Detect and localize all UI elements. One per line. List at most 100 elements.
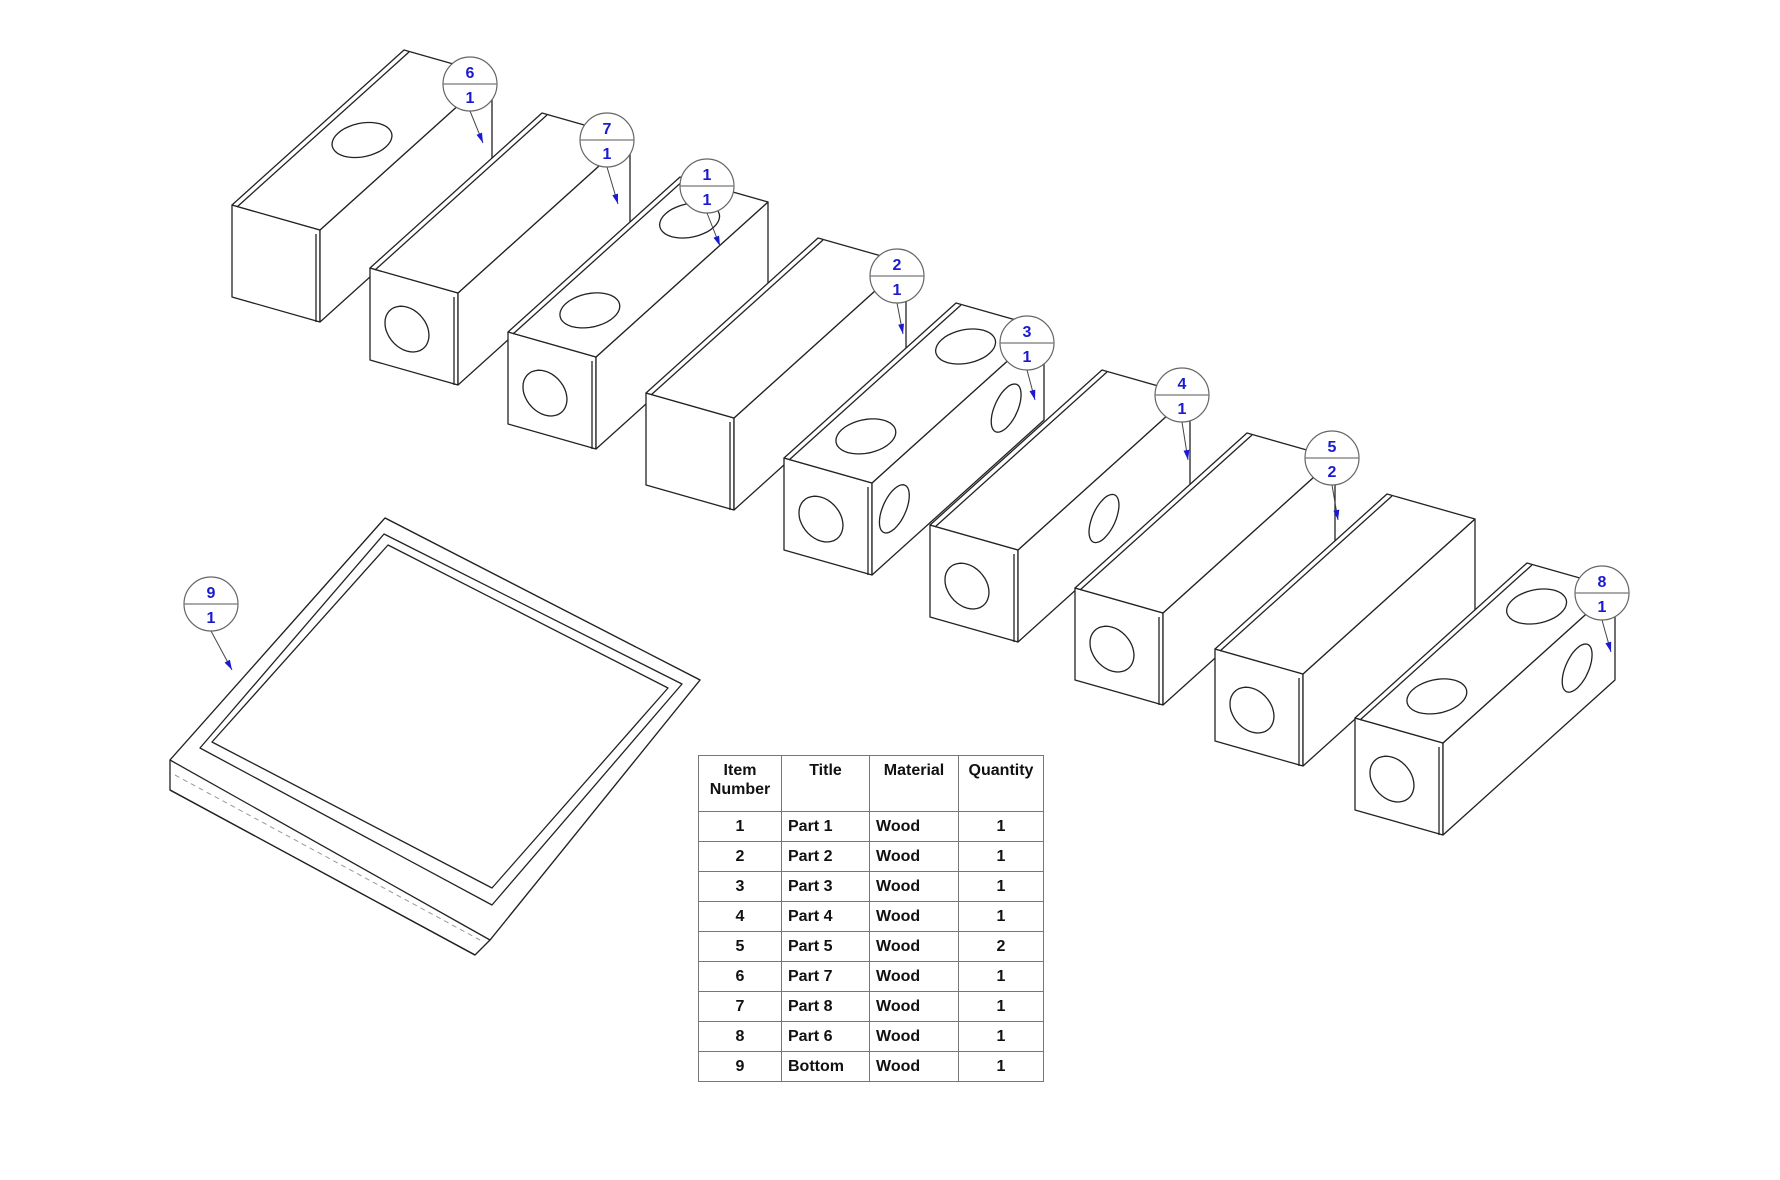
front-hole — [1229, 686, 1275, 734]
balloon-item-3: 31 — [999, 315, 1055, 401]
part-7-block — [231, 49, 493, 323]
bom-header-row: Item Number Title Material Quantity — [698, 755, 1044, 812]
balloon-quantity: 1 — [893, 282, 902, 299]
balloon-item-9: 91 — [183, 576, 239, 671]
bom-header-item-number: Item Number — [698, 755, 782, 812]
bom-title: Part 6 — [781, 1021, 870, 1052]
front-hole — [798, 495, 844, 543]
edge-line — [1359, 564, 1533, 721]
part-4-block — [929, 369, 1191, 643]
bom-title: Part 5 — [781, 931, 870, 962]
bom-material: Wood — [869, 1051, 959, 1082]
leader-arrowhead — [713, 235, 720, 246]
tray-inner-rim — [199, 533, 683, 906]
bom-qty: 1 — [958, 871, 1044, 902]
balloon-quantity: 1 — [1598, 599, 1607, 616]
top-hole — [1505, 588, 1568, 625]
bom-header-material: Material — [869, 755, 959, 812]
edge-line — [934, 371, 1108, 528]
balloon-item-number: 3 — [1023, 324, 1032, 341]
leader-arrowhead — [1605, 641, 1612, 652]
bom-material: Wood — [869, 811, 959, 842]
bom-item: 8 — [698, 1021, 782, 1052]
tray-hidden-edge — [174, 774, 481, 941]
bom-title: Part 2 — [781, 841, 870, 872]
edge-line — [512, 178, 686, 335]
top-face — [1214, 493, 1476, 675]
bom-item: 2 — [698, 841, 782, 872]
balloon-quantity: 1 — [703, 192, 712, 209]
front-hole — [522, 369, 568, 417]
balloon-item-8: 81 — [1574, 565, 1630, 653]
edge-line — [374, 114, 548, 271]
edge-line — [650, 239, 824, 396]
bom-material: Wood — [869, 841, 959, 872]
balloon-item-4: 41 — [1154, 367, 1210, 461]
part-2-block — [645, 237, 907, 511]
front-hole — [1089, 625, 1135, 673]
edge-line — [788, 304, 962, 461]
leader-arrowhead — [224, 659, 232, 670]
balloon-item-number: 2 — [893, 257, 902, 274]
part-8-block — [369, 112, 631, 386]
balloon-item-1: 11 — [679, 158, 735, 247]
bom-title: Bottom — [781, 1051, 870, 1082]
bom-material: Wood — [869, 991, 959, 1022]
side-hole — [878, 484, 910, 534]
bom-qty: 1 — [958, 1021, 1044, 1052]
bom-header-title: Title — [781, 755, 870, 812]
bom-qty: 1 — [958, 991, 1044, 1022]
tray-inner-floor — [211, 544, 669, 889]
bom-item: 7 — [698, 991, 782, 1022]
balloon-quantity: 1 — [1178, 401, 1187, 418]
bom-qty: 1 — [958, 811, 1044, 842]
balloon-quantity: 1 — [1023, 349, 1032, 366]
balloon-item-6: 61 — [442, 56, 498, 144]
balloon-item-number: 8 — [1598, 574, 1607, 591]
bom-material: Wood — [869, 961, 959, 992]
top-hole — [934, 328, 997, 365]
part-6-block — [1354, 562, 1616, 836]
bom-title: Part 7 — [781, 961, 870, 992]
leader-arrowhead — [612, 193, 618, 204]
balloon-item-number: 4 — [1178, 376, 1187, 393]
bom-item: 3 — [698, 871, 782, 902]
bom-qty: 1 — [958, 1051, 1044, 1082]
balloon-item-number: 9 — [207, 585, 216, 602]
bom-material: Wood — [869, 931, 959, 962]
side-hole — [990, 383, 1022, 433]
leader-arrowhead — [1029, 389, 1036, 400]
bom-material: Wood — [869, 1021, 959, 1052]
balloon-item-number: 1 — [703, 167, 712, 184]
bom-header-quantity: Quantity — [958, 755, 1044, 812]
leader-arrowhead — [1183, 449, 1190, 460]
bom-material: Wood — [869, 901, 959, 932]
side-hole — [1088, 493, 1120, 544]
top-hole — [835, 418, 897, 455]
bom-title: Part 3 — [781, 871, 870, 902]
bom-material: Wood — [869, 871, 959, 902]
bom-qty: 1 — [958, 901, 1044, 932]
front-hole — [944, 562, 990, 610]
parts-layer — [169, 49, 1616, 956]
bom-item: 1 — [698, 811, 782, 842]
front-hole — [1369, 755, 1415, 803]
bom-item: 9 — [698, 1051, 782, 1082]
balloon-item-number: 5 — [1328, 439, 1337, 456]
bom-header-item-line1: Item — [723, 762, 757, 779]
balloon-quantity: 1 — [466, 90, 475, 107]
front-hole — [384, 305, 430, 353]
balloon-item-number: 6 — [466, 65, 475, 82]
bom-item: 5 — [698, 931, 782, 962]
balloon-item-number: 7 — [603, 121, 612, 138]
leader-arrowhead — [898, 323, 904, 334]
